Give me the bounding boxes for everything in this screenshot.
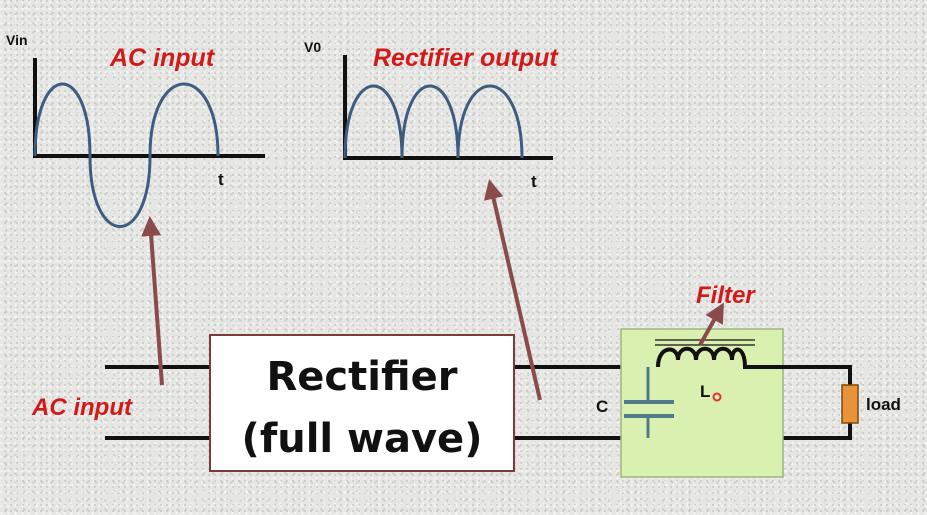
arrow-to-rect-graph <box>483 179 542 401</box>
rectifier-title: Rectifier <box>267 354 458 400</box>
capacitor-label: C <box>596 397 608 416</box>
rect-y-axis-label: V0 <box>304 39 321 55</box>
ac-x-axis-label: t <box>218 170 224 189</box>
inductor-coil <box>656 346 852 385</box>
ac-input-label: AC input <box>31 394 133 421</box>
ac-graph-title: AC input <box>109 44 216 72</box>
arrow-to-filter-label <box>698 302 724 346</box>
rectifier-box <box>209 334 515 472</box>
rect-x-axis-label: t <box>531 172 537 191</box>
rectifier-subtitle: (full wave) <box>242 416 483 462</box>
pointer-dot <box>712 392 722 402</box>
rect-graph-title: Rectifier output <box>373 44 559 72</box>
filter-block: C L <box>596 328 852 478</box>
ac-y-axis-label: Vin <box>6 32 28 48</box>
load-block: load <box>841 384 901 440</box>
inductor-label: L <box>700 382 710 401</box>
filter-label: Filter <box>696 282 756 309</box>
arrow-to-ac-graph <box>141 216 164 386</box>
pointer-arrows <box>141 179 724 401</box>
load-label: load <box>866 395 901 414</box>
rectifier-output-graph: V0 t Rectifier output <box>304 39 559 191</box>
load-resistor <box>841 384 859 424</box>
ac-input-graph: Vin t AC input <box>6 32 265 228</box>
ac-sine-wave <box>33 82 220 228</box>
rectifier-block: Rectifier (full wave) <box>209 334 515 472</box>
rect-wave <box>343 84 524 159</box>
